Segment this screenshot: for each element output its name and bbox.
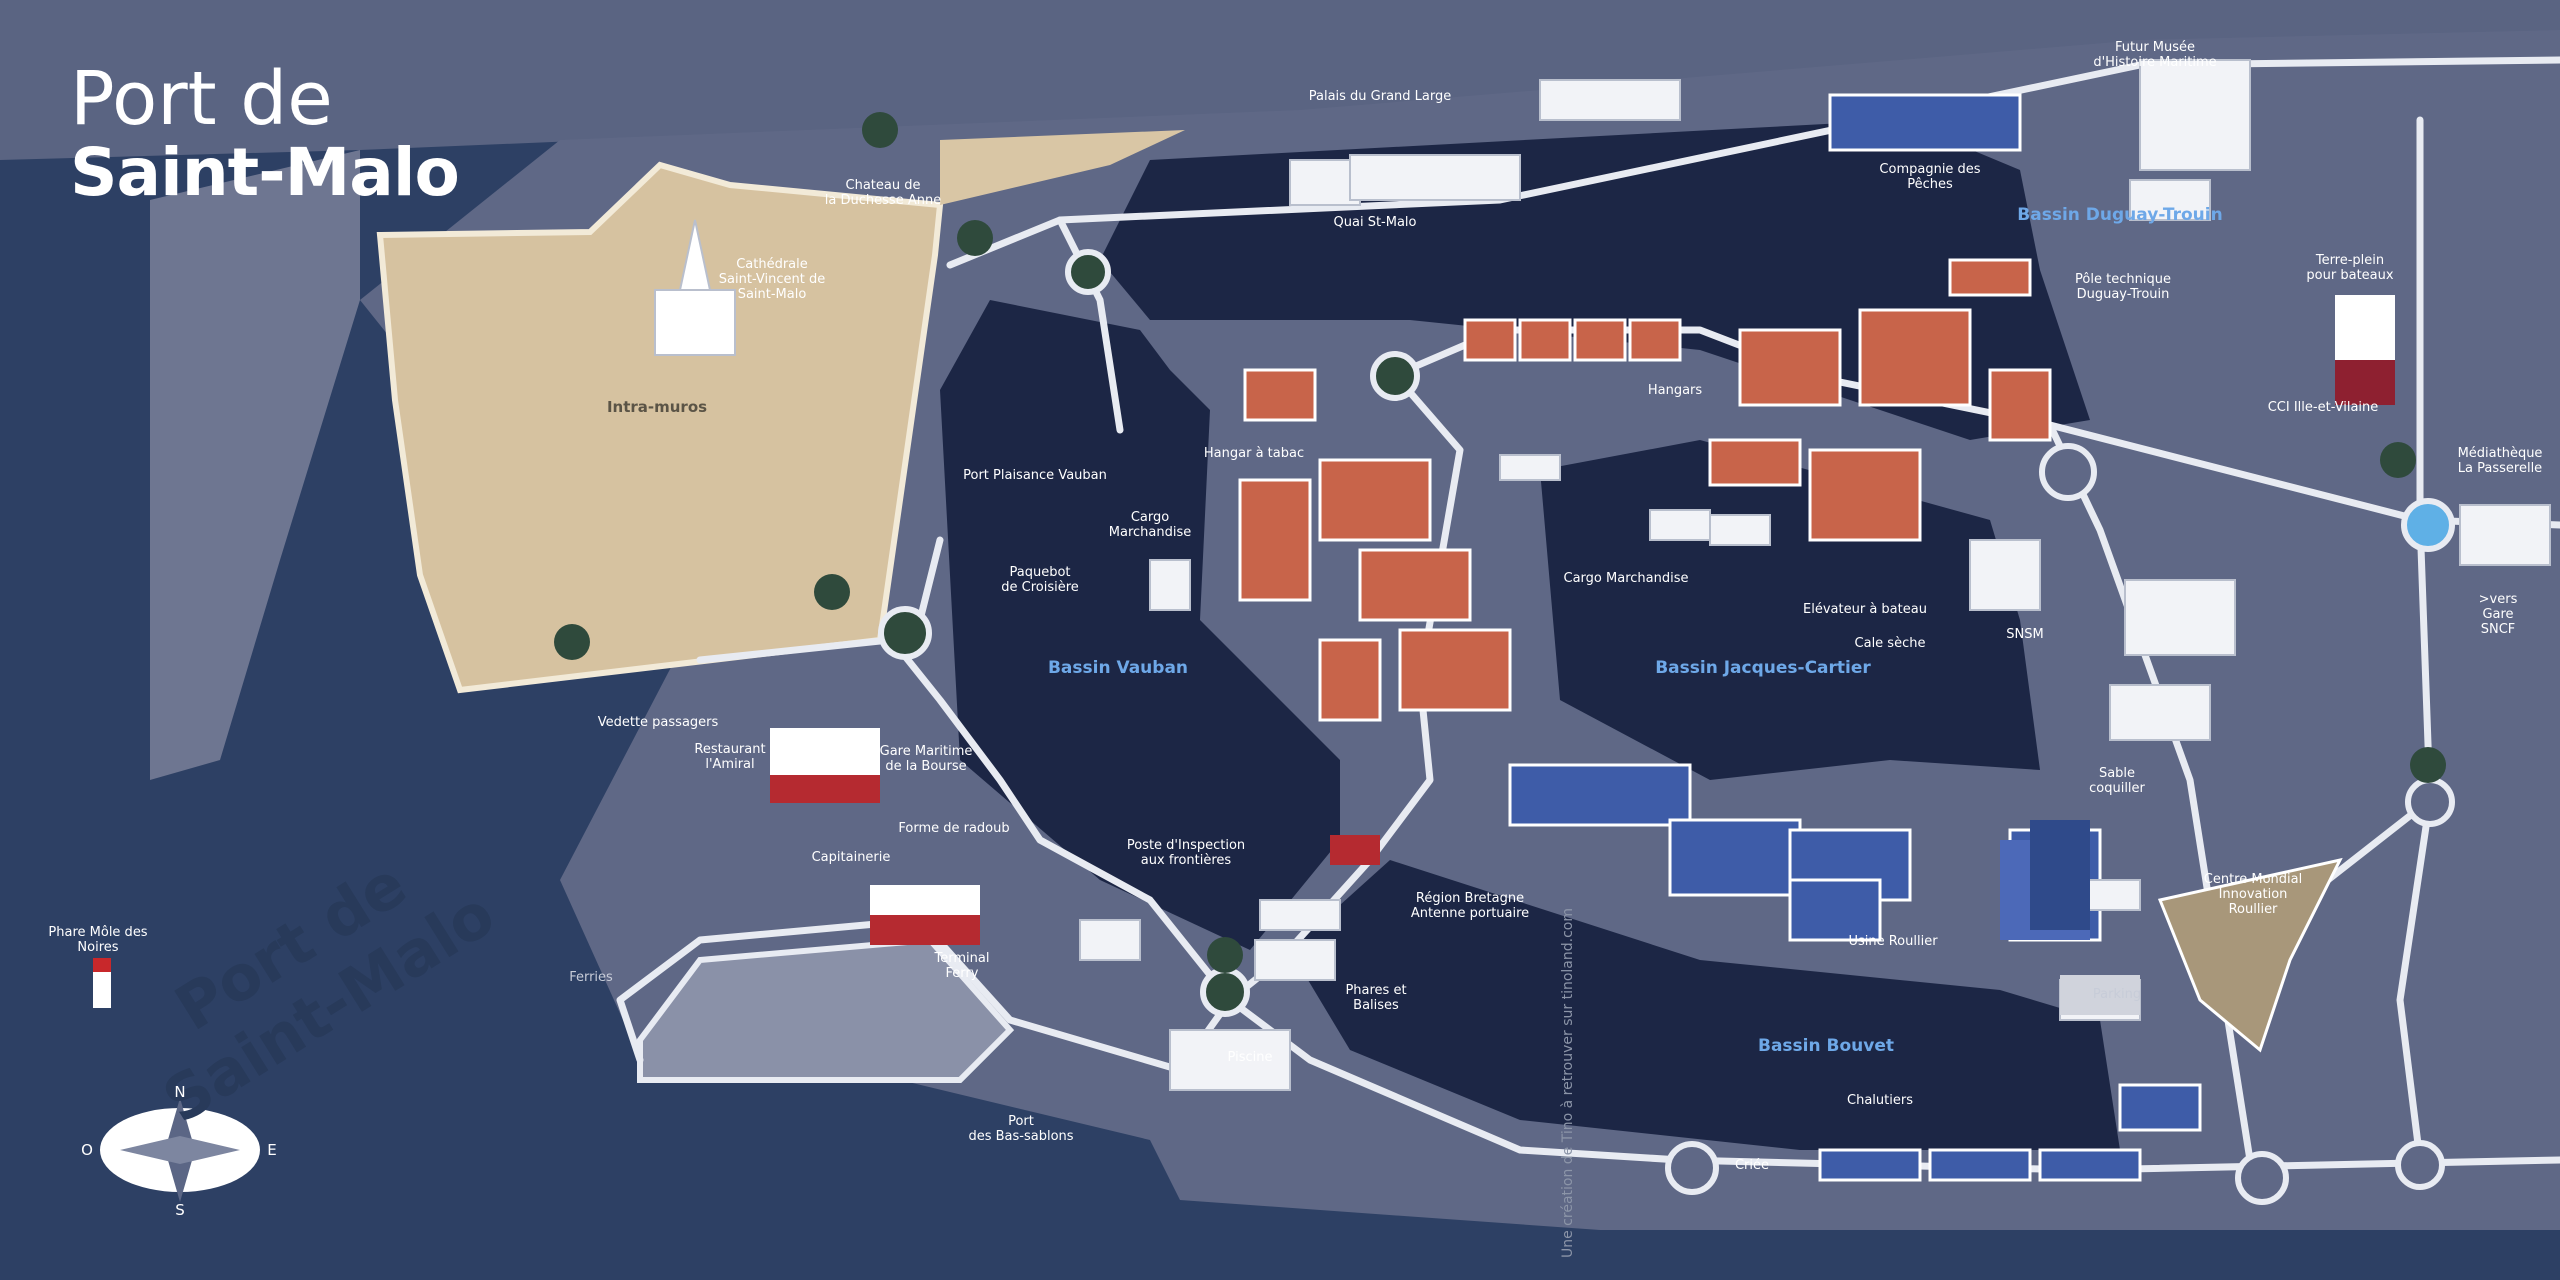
- label-bassin-vauban: Bassin Vauban: [1047, 658, 1189, 678]
- blue-roof-buildings: [1508, 93, 2202, 1182]
- label-ferries: Ferries: [569, 970, 613, 985]
- label-restaurant: Restaurant l'Amiral: [694, 742, 766, 772]
- label-paquebot: Paquebot de Croisière: [1001, 565, 1079, 595]
- label-cci: CCI Ille-et-Vilaine: [2267, 400, 2379, 415]
- label-port-plaisance: Port Plaisance Vauban: [963, 468, 1107, 483]
- label-cargo-marchandise-2: Cargo Marchandise: [1563, 571, 1689, 586]
- parking-area: [2060, 975, 2140, 1015]
- compass-west: O: [81, 1141, 93, 1159]
- label-forme-radoub: Forme de radoub: [898, 821, 1010, 836]
- label-gare-maritime: Gare Maritime de la Bourse: [879, 744, 973, 774]
- label-sable: Sable coquiller: [2089, 766, 2145, 796]
- label-vedette: Vedette passagers: [597, 715, 719, 730]
- label-elevateur: Elévateur à bateau: [1803, 602, 1927, 617]
- label-pole-technique: Pôle technique Duguay-Trouin: [2075, 272, 2171, 302]
- cathedral-shape: [654, 219, 736, 356]
- basin-vauban-shape: [940, 300, 1340, 950]
- label-futur-musee: Futur Musée d'Histoire Maritime: [2093, 40, 2217, 70]
- land-top-band: [0, 0, 2560, 160]
- label-snsm: SNSM: [2006, 627, 2044, 642]
- red-white-buildings: [770, 295, 2395, 945]
- land-east-shore: [150, 150, 360, 780]
- tower-block: [2000, 820, 2090, 940]
- title-line-saint-malo: Saint-Malo: [70, 134, 460, 211]
- compass-rose: [100, 1098, 260, 1202]
- label-port-bas-sablons: Port des Bas-sablons: [968, 1114, 1074, 1144]
- map-title: Port de Saint-Malo: [70, 56, 460, 211]
- label-chalutiers: Chalutiers: [1847, 1093, 1913, 1108]
- label-terre-plein: Terre-plein pour bateaux: [2306, 253, 2394, 283]
- label-phares-balises: Phares et Balises: [1345, 983, 1407, 1013]
- old-town-walls: [376, 161, 944, 694]
- label-palais-grand-large: Palais du Grand Large: [1308, 89, 1452, 104]
- red-roof-buildings: [1238, 258, 2052, 722]
- label-cale-seche: Cale sèche: [1854, 636, 1926, 651]
- label-bassin-bouvet: Bassin Bouvet: [1758, 1036, 1894, 1056]
- compass-south: S: [175, 1201, 185, 1219]
- label-cargo-marchandise-1: Cargo Marchandise: [1108, 510, 1192, 540]
- trees: [554, 112, 2446, 973]
- label-hangars: Hangars: [1647, 383, 1703, 398]
- label-terminal-ferry: Terminal Ferry: [934, 951, 990, 981]
- label-criee: Criée: [1734, 1158, 1770, 1173]
- old-town-beach: [940, 130, 1185, 205]
- label-compagnie-peches: Compagnie des Pêches: [1879, 162, 1981, 192]
- label-parking: Parking: [2092, 987, 2142, 1002]
- label-piscine: Piscine: [1227, 1050, 1273, 1065]
- label-region-bretagne: Région Bretagne Antenne portuaire: [1410, 891, 1530, 921]
- compass-north: N: [174, 1083, 186, 1101]
- label-quai-st-malo: Quai St-Malo: [1333, 215, 1417, 230]
- centre-mondial-shape: [2157, 857, 2343, 1053]
- title-line-port-de: Port de: [70, 56, 333, 142]
- label-chateau: Chateau de la Duchesse Anne: [824, 178, 942, 208]
- label-bassin-jacques-cartier: Bassin Jacques-Cartier: [1655, 658, 1871, 678]
- label-hangar-tabac: Hangar à tabac: [1203, 446, 1305, 461]
- label-usine-roullier: Usine Roullier: [1848, 934, 1938, 949]
- white-buildings: [1079, 59, 2551, 1091]
- label-cathedrale: Cathédrale Saint-Vincent de Saint-Malo: [718, 257, 826, 302]
- ferry-pier: [637, 936, 1015, 1083]
- compass-east: E: [267, 1141, 277, 1159]
- label-mediatheque: Médiathèque La Passerelle: [2457, 446, 2543, 476]
- label-poste-inspection: Poste d'Inspection aux frontières: [1126, 838, 1246, 868]
- credit-watermark: Une création de Tino à retrouver sur tin…: [1560, 908, 1576, 1258]
- label-vers-gare: >vers Gare SNCF: [2478, 592, 2518, 637]
- roundabouts: [878, 249, 2455, 1205]
- label-centre-mondial: Centre Mondial Innovation Roullier: [2203, 872, 2303, 917]
- basin-bouvet-shape: [1290, 860, 2120, 1150]
- label-capitainerie: Capitainerie: [811, 850, 891, 865]
- lighthouse: [93, 958, 111, 1008]
- label-phare-mole: Phare Môle des Noires: [48, 925, 148, 955]
- label-intra-muros: Intra-muros: [606, 398, 708, 416]
- label-bassin-duguay-trouin: Bassin Duguay-Trouin: [2017, 205, 2223, 225]
